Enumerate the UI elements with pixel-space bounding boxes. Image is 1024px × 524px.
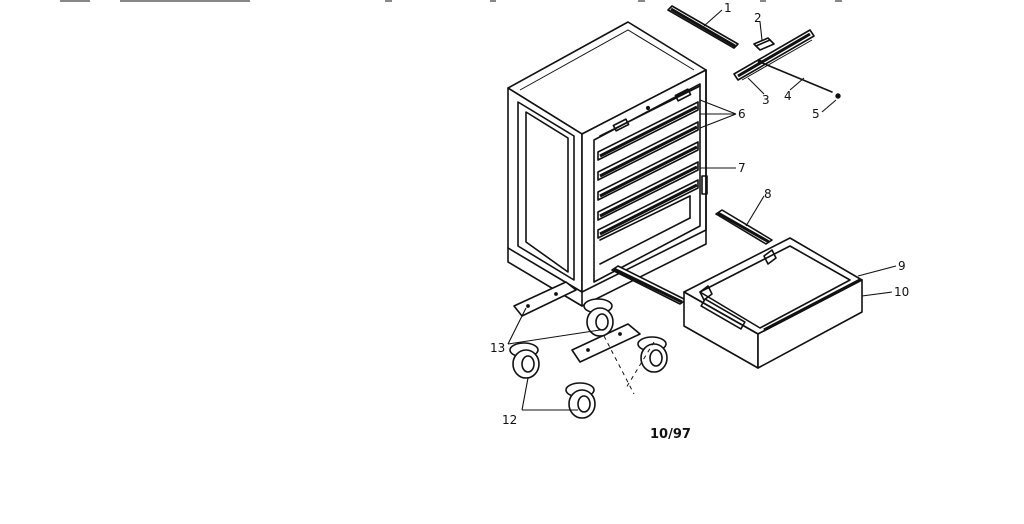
callout-13: 13 <box>490 341 505 355</box>
drawer-bands <box>597 101 699 265</box>
caster-front-right <box>637 336 668 373</box>
callout-4: 4 <box>784 89 792 103</box>
callout-9: 9 <box>898 259 906 273</box>
callout-10: 10 <box>894 285 909 299</box>
alignment-lines <box>603 335 655 395</box>
revision-date: 10/97 <box>650 427 691 442</box>
tool-cabinet <box>507 21 708 307</box>
callout-labels: 1 2 3 4 5 6 7 8 9 10 12 13 <box>490 1 909 427</box>
part-8-drawer-slide <box>715 209 773 245</box>
drawer <box>683 237 863 369</box>
callout-3: 3 <box>762 93 770 107</box>
callout-12: 12 <box>502 413 517 427</box>
callout-2: 2 <box>754 11 762 25</box>
caster-rear-left <box>509 342 540 379</box>
callout-1: 1 <box>724 1 732 15</box>
callout-6: 6 <box>738 107 746 121</box>
part-1-strip <box>667 5 739 49</box>
caster-rear-right <box>565 382 596 419</box>
callout-5: 5 <box>812 107 820 121</box>
part-2-plate <box>753 37 775 51</box>
callout-7: 7 <box>738 161 746 175</box>
leader-lines <box>507 9 897 411</box>
callout-8: 8 <box>764 187 772 201</box>
part-4-rod <box>757 59 833 93</box>
part-3-slide-bar <box>733 29 815 81</box>
part-5-pin <box>835 93 841 99</box>
caster-front-left <box>583 298 614 337</box>
